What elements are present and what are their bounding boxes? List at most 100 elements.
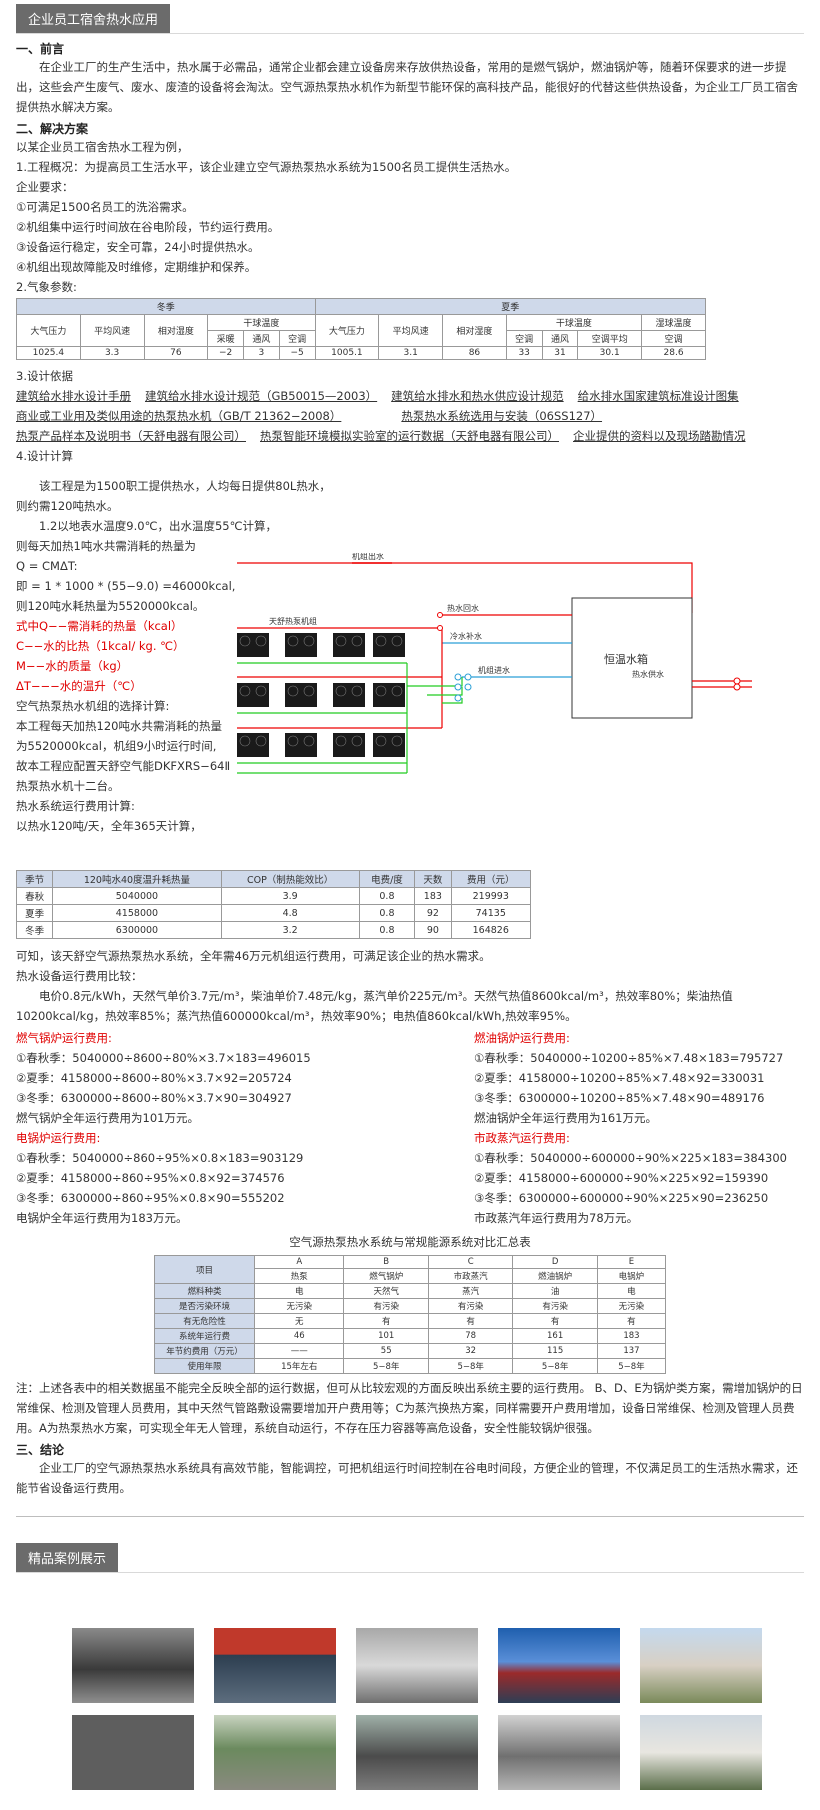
cost-cell: 0.8: [358, 904, 416, 922]
weather-header: 干球温度: [505, 314, 643, 331]
cost-cell: 4158000: [52, 904, 222, 922]
compare-col: E: [596, 1255, 667, 1269]
oil-title: 燃油锅炉运行费用:: [474, 1031, 570, 1045]
cases-divider: [16, 1572, 804, 1573]
note-paragraph: 注：上述各表中的相关数据虽不能完全反映全部的运行数据，但可从比较宏观的方面反映出…: [16, 1381, 803, 1435]
reference-link[interactable]: 建筑给水排水设计规范（GB50015—2003）: [145, 389, 378, 403]
heat-pump-unit-grid: [237, 633, 405, 757]
compare-cell: 101: [343, 1328, 429, 1344]
compare-cell: 5−8年: [427, 1358, 514, 1374]
water-tank: [571, 597, 693, 719]
compare-col-name: 燃油锅炉: [512, 1268, 598, 1284]
formula-legend: C−−水的比热（1kcal/ kg. ℃）: [16, 639, 185, 653]
cost-cell: 3.9: [220, 887, 360, 905]
compare-cell: 115: [512, 1343, 598, 1359]
compare-cell: 油: [512, 1283, 598, 1299]
reference-link[interactable]: 热泵产品样本及说明书（天舒电器有限公司）: [16, 429, 246, 443]
heat-pump-units-label: 天舒热泵机组: [269, 616, 317, 626]
weather-cell: 3.3: [79, 346, 145, 360]
compare-col: D: [512, 1255, 598, 1269]
case-photo[interactable]: [498, 1715, 620, 1790]
electric-item: ②夏季：4158000÷860÷95%×0.8×92=374576: [16, 1171, 285, 1185]
case-photo[interactable]: [214, 1715, 336, 1790]
hot-return-label: 热水回水: [447, 603, 479, 613]
compare-cell: 5−8年: [343, 1358, 429, 1374]
case-photo[interactable]: [356, 1715, 478, 1790]
reference-link[interactable]: 建筑给水排水设计手册: [16, 389, 131, 403]
case-photo[interactable]: [640, 1715, 762, 1790]
weather-cell: 86: [442, 346, 507, 360]
weather-cell: 3.1: [378, 346, 444, 360]
cost-header: 天数: [414, 870, 452, 888]
case-photo[interactable]: [72, 1628, 194, 1703]
requirement-item: ④机组出现故障能及时维修，定期维护和保养。: [16, 260, 257, 274]
tank-label: 恒温水箱: [604, 652, 648, 666]
weather-header: 平均风速: [79, 314, 145, 347]
compare-cell: 有污染: [427, 1298, 514, 1314]
reference-link[interactable]: 给水排水国家建筑标准设计图集: [577, 389, 739, 403]
reference-link[interactable]: 热泵热水系统选用与安装（06SS127）: [401, 409, 603, 423]
weather-header: 通风: [541, 330, 579, 347]
compare-col-name: 燃气锅炉: [343, 1268, 429, 1284]
reference-link[interactable]: 建筑给水排水和热水供应设计规范: [391, 389, 564, 403]
hot-supply-label: 热水供水: [632, 669, 664, 679]
case-photo[interactable]: [640, 1628, 762, 1703]
oil-item: ①春秋季：5040000÷10200÷85%×7.48×183=795727: [474, 1051, 784, 1065]
weather-header: 夏季: [314, 298, 707, 315]
calc-line: 该工程是为1500职工提供热水，人均每日提供80L热水，: [39, 479, 331, 493]
case-photo[interactable]: [498, 1628, 620, 1703]
compare-cell: 天然气: [343, 1283, 429, 1299]
compare-cell: 32: [427, 1343, 514, 1359]
reference-link[interactable]: 热泵智能环境模拟实验室的运行数据（天舒电器有限公司）: [260, 429, 559, 443]
compare-cell: 有: [427, 1313, 514, 1329]
compare-col: A: [253, 1255, 345, 1269]
weather-cell: −2: [207, 346, 245, 360]
case-photo[interactable]: [356, 1628, 478, 1703]
cold-makeup-label: 冷水补水: [450, 631, 482, 641]
reference-link[interactable]: 企业提供的资料以及现场踏勘情况: [573, 429, 746, 443]
oil-item: ③冬季：6300000÷10200÷85%×7.48×90=489176: [474, 1091, 765, 1105]
weather-table: 冬季 夏季 大气压力 平均风速 相对湿度 干球温度 大气压力 平均风速 相对湿度…: [16, 298, 707, 360]
weather-header: 通风: [243, 330, 280, 347]
calc-line: 则约需120吨热水。: [16, 499, 119, 513]
weather-cell: 76: [143, 346, 209, 360]
weather-cell: 33: [505, 346, 543, 360]
compare-cell: 无: [253, 1313, 345, 1329]
compare-col-name: 热泵: [253, 1268, 345, 1284]
requirements-title: 企业要求：: [16, 180, 74, 194]
compare-cell: 55: [343, 1343, 429, 1359]
lower-section: 可知，该天舒空气源热泵热水系统，全年需46万元机组运行费用，可满足该企业的热水需…: [16, 946, 804, 1573]
calc-line: 本工程每天加热120吨水共需消耗的热量: [16, 719, 222, 733]
compare-cell: 46: [253, 1328, 345, 1344]
unit-inlet-label: 机组进水: [478, 665, 510, 675]
compare-row-label: 是否污染环境: [154, 1298, 255, 1314]
table-row: 是否污染环境无污染有污染有污染有污染无污染: [154, 1298, 667, 1314]
case-photo[interactable]: [214, 1628, 336, 1703]
calc-line: 则120吨水耗热量为5520000kcal。: [16, 599, 205, 613]
compare-cell: 无污染: [596, 1298, 667, 1314]
cost-cell: 0.8: [358, 887, 416, 905]
requirement-item: ③设备运行稳定，安全可靠，24小时提供热水。: [16, 240, 260, 254]
compare-row-label: 有无危险性: [154, 1313, 255, 1329]
reference-link[interactable]: 商业或工业用及类似用途的热泵热水机（GB/T 21362−2008）: [16, 409, 342, 423]
weather-title: 2.气象参数:: [16, 280, 77, 294]
gas-total: 燃气锅炉全年运行费用为101万元。: [16, 1111, 199, 1125]
steam-item: ③冬季：6300000÷600000÷90%×225×90=236250: [474, 1191, 769, 1205]
weather-header: 湿球温度: [641, 314, 706, 331]
cost-header: 电费/度: [358, 870, 416, 888]
calc-line: 1.2以地表水温度9.0℃，出水温度55℃计算，: [39, 519, 278, 533]
running-cost-table: 季节 120吨水40度温升耗热量 COP（制热能效比） 电费/度 天数 费用（元…: [15, 870, 532, 939]
left-cost-column: 燃气锅炉运行费用: ①春秋季：5040000÷8600÷80%×3.7×183=…: [16, 1028, 411, 1228]
compare-cell: 15年左右: [253, 1358, 345, 1374]
weather-cell: 30.1: [577, 346, 643, 360]
cost-cell: 164826: [450, 921, 532, 939]
compare-cell: 有: [596, 1313, 667, 1329]
calc-title: 4.设计计算: [16, 449, 73, 463]
case-photo[interactable]: [72, 1715, 194, 1790]
project-overview: 1.工程概况：为提高员工生活水平，该企业建立空气源热泵热水系统为1500名员工提…: [16, 160, 517, 174]
cost-cell: 90: [414, 921, 452, 939]
